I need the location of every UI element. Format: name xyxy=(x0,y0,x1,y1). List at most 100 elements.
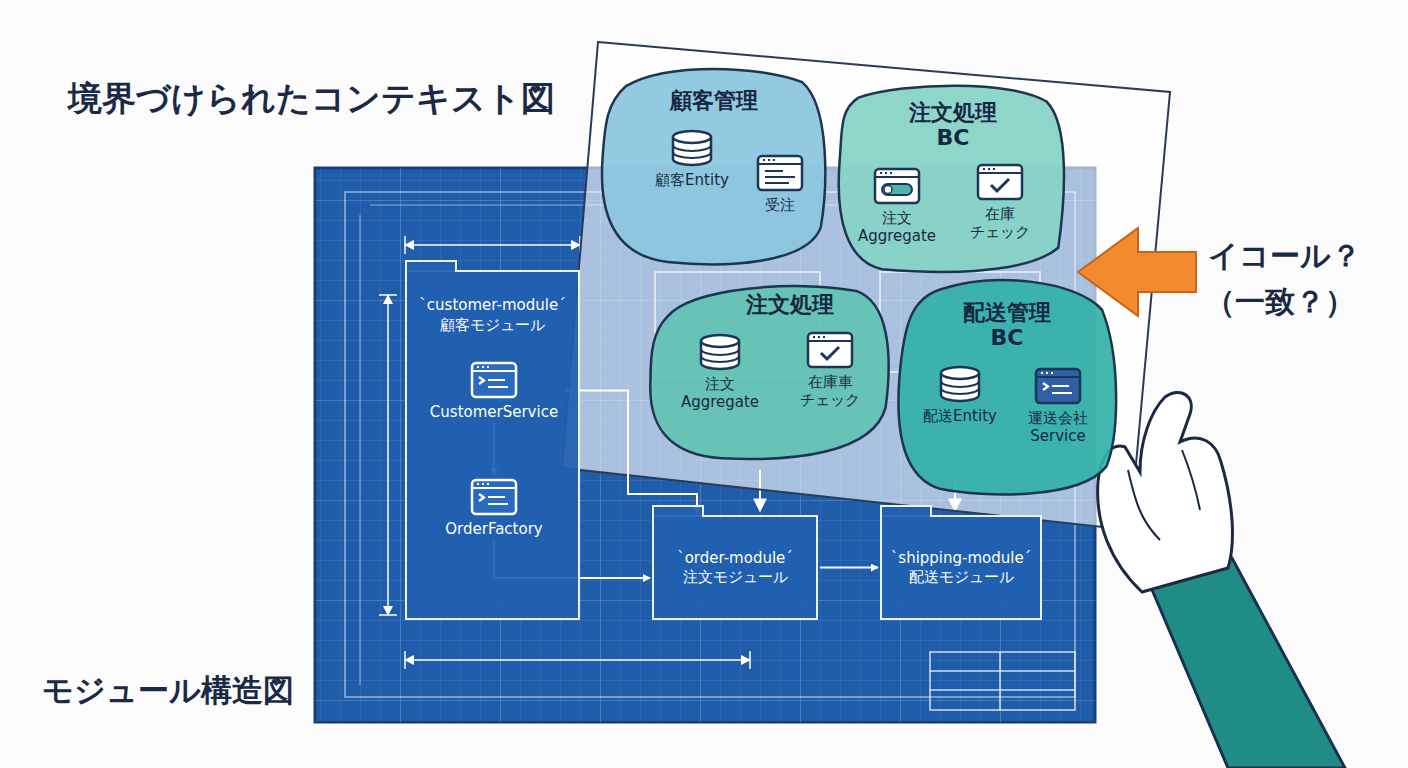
dimension-tick xyxy=(379,294,397,296)
node-label: 顧客Entity xyxy=(655,171,729,189)
component-icon xyxy=(695,332,745,372)
sleeve xyxy=(1150,558,1345,768)
dimension-tick xyxy=(404,236,406,254)
connector-arrow xyxy=(820,567,878,569)
icon-part xyxy=(875,176,919,178)
node-label: 配送管理 BC xyxy=(955,300,1059,351)
dimension-line xyxy=(387,295,389,615)
node-heading: `order-module´ 注文モジュール xyxy=(654,548,816,587)
folder-tab xyxy=(880,505,932,517)
node-label: 注文処理 BC xyxy=(901,100,1005,151)
context-component: 受注 xyxy=(749,153,811,214)
blob-shape xyxy=(839,86,1064,272)
node-heading: 顧客管理 xyxy=(644,88,784,113)
icon-part xyxy=(821,347,839,359)
node-heading: 配送管理 BC xyxy=(955,300,1059,351)
dimension-line xyxy=(405,659,750,661)
context-component: 在庫 チェック xyxy=(960,162,1040,241)
module-component: OrderFactory xyxy=(440,477,548,538)
ruler-line xyxy=(360,215,361,685)
node-heading: 注文処理 BC xyxy=(901,100,1005,151)
icon-part xyxy=(472,370,516,372)
icon-part xyxy=(758,156,802,190)
icon-part xyxy=(479,494,508,504)
folder-tab xyxy=(405,260,457,272)
component-icon xyxy=(755,153,805,193)
icon-part xyxy=(880,172,892,174)
folder-tab xyxy=(652,505,704,517)
icon-part xyxy=(472,480,516,514)
module-box: `order-module´ 注文モジュール xyxy=(652,515,818,620)
context-component: 注文 Aggregate xyxy=(847,166,947,245)
node-label: 在庫車 チェック xyxy=(794,373,866,409)
component-icon xyxy=(1033,366,1083,406)
icon-part xyxy=(983,168,995,170)
component-icon xyxy=(872,166,922,206)
title-block-line xyxy=(930,689,1075,691)
callout-label: イコール？ xyxy=(1208,236,1361,277)
node-heading: `shipping-module´ 配送モジュール xyxy=(882,548,1040,587)
component-icon xyxy=(805,330,855,370)
icon-part xyxy=(758,163,802,165)
node-heading: `customer-module´ 顧客モジュール xyxy=(407,296,578,335)
title-block-line xyxy=(930,670,1075,672)
icon-part xyxy=(875,169,919,203)
component-icon xyxy=(935,364,985,404)
icon-part xyxy=(1043,383,1072,393)
title-block-line xyxy=(999,652,1001,710)
icon-part xyxy=(472,363,516,397)
transparent-sheet xyxy=(562,42,1170,530)
module-box: `shipping-module´ 配送モジュール xyxy=(880,515,1042,620)
icon-part xyxy=(479,377,508,387)
icon-part xyxy=(941,381,979,394)
module-component: CustomerService xyxy=(425,360,564,421)
context-blob: 顧客管理顧客Entity 受注 xyxy=(598,66,830,268)
context-component: 在庫車 チェック xyxy=(789,330,871,409)
context-blob: 配送管理 BC配送Entity運送会社 Service xyxy=(895,276,1120,500)
node-label: 顧客管理 xyxy=(644,88,784,113)
component-icon xyxy=(469,360,519,400)
node-label: 注文処理 xyxy=(720,292,860,317)
icon-part xyxy=(991,179,1009,191)
blob-shape xyxy=(650,286,888,459)
context-component: 運送会社 Service xyxy=(1014,366,1102,445)
icon-part xyxy=(701,335,739,347)
node-label: 運送会社 Service xyxy=(1019,409,1097,445)
node-label: `order-module´ 注文モジュール xyxy=(660,548,810,587)
component-icon xyxy=(667,128,717,168)
icon-part xyxy=(884,186,892,194)
context-component: 顧客Entity xyxy=(650,128,734,189)
context-component: 注文 Aggregate xyxy=(670,332,770,411)
icon-part xyxy=(813,336,825,338)
icon-part xyxy=(765,171,795,183)
icon-part xyxy=(477,483,489,485)
icon-part xyxy=(673,131,711,143)
dimension-line xyxy=(405,244,580,246)
icon-part xyxy=(978,172,1022,174)
hand-line xyxy=(1128,450,1200,540)
callout-label: （一致？） xyxy=(1205,282,1355,323)
icon-part xyxy=(941,367,979,379)
node-label: 受注 xyxy=(765,196,795,214)
dimension-tick xyxy=(749,651,751,669)
context-blob: 注文処理 BC 注文 Aggregate 在庫 チェック xyxy=(835,82,1070,277)
dimension-tick xyxy=(404,651,406,669)
title-block-frame xyxy=(930,652,1075,710)
icon-part xyxy=(701,349,739,362)
icon-part xyxy=(1036,376,1080,378)
context-blob: 注文処理注文 Aggregate 在庫車 チェック xyxy=(648,280,893,462)
hand xyxy=(1098,392,1233,592)
icon-part xyxy=(808,333,852,367)
node-heading: 注文処理 xyxy=(720,292,860,317)
icon-part xyxy=(673,145,711,158)
icon-part xyxy=(763,159,775,161)
node-label: 在庫 チェック xyxy=(965,205,1035,241)
icon-part xyxy=(1041,372,1053,374)
icon-part xyxy=(477,366,489,368)
diagram-title: 境界づけられたコンテキスト図 xyxy=(68,76,555,122)
title-block xyxy=(930,652,1075,710)
icon-part xyxy=(808,340,852,342)
blob-shape xyxy=(602,69,825,264)
icon-part xyxy=(978,165,1022,199)
icon-part xyxy=(882,184,912,195)
